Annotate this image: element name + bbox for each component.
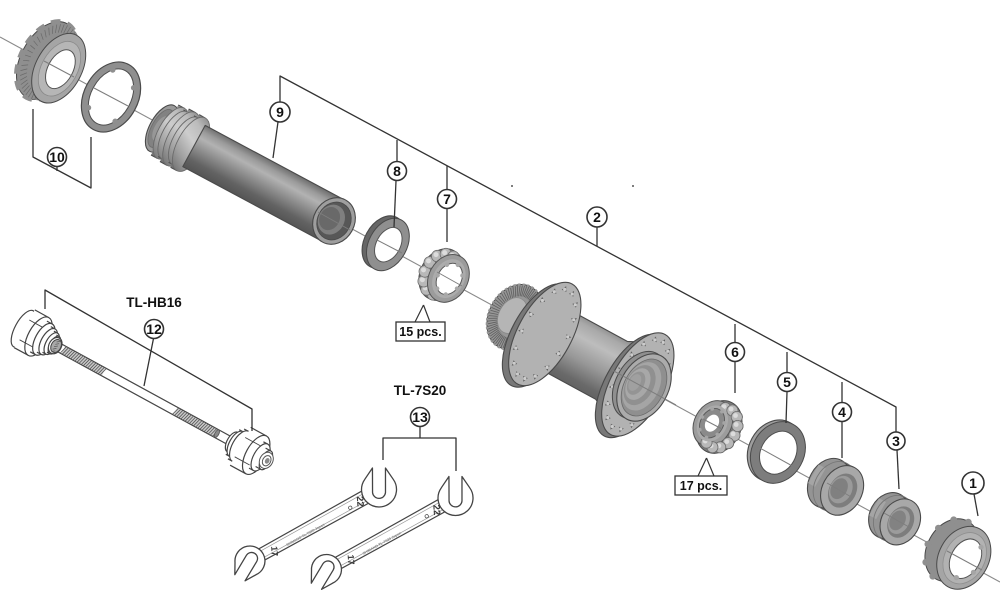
svg-text:TL-HB16: TL-HB16 [126, 295, 182, 310]
svg-text:8: 8 [393, 163, 401, 179]
svg-text:6: 6 [731, 344, 739, 360]
svg-text:22: 22 [430, 504, 442, 515]
svg-text:17: 17 [346, 554, 357, 565]
svg-text:2: 2 [593, 209, 601, 225]
svg-text:9: 9 [276, 104, 284, 120]
svg-text:TL-7S20: TL-7S20 [394, 383, 447, 398]
svg-text:15 pcs.: 15 pcs. [399, 325, 441, 339]
svg-text:10: 10 [49, 149, 65, 165]
svg-text:5: 5 [783, 374, 791, 390]
svg-text:17 pcs.: 17 pcs. [680, 479, 722, 493]
svg-text:22: 22 [354, 496, 366, 507]
svg-text:1: 1 [969, 475, 977, 491]
svg-text:13: 13 [412, 409, 428, 425]
svg-text:7: 7 [443, 191, 451, 207]
svg-text:4: 4 [838, 404, 846, 420]
svg-text:3: 3 [892, 433, 900, 449]
svg-text:12: 12 [146, 321, 162, 337]
svg-text:17: 17 [269, 546, 280, 557]
